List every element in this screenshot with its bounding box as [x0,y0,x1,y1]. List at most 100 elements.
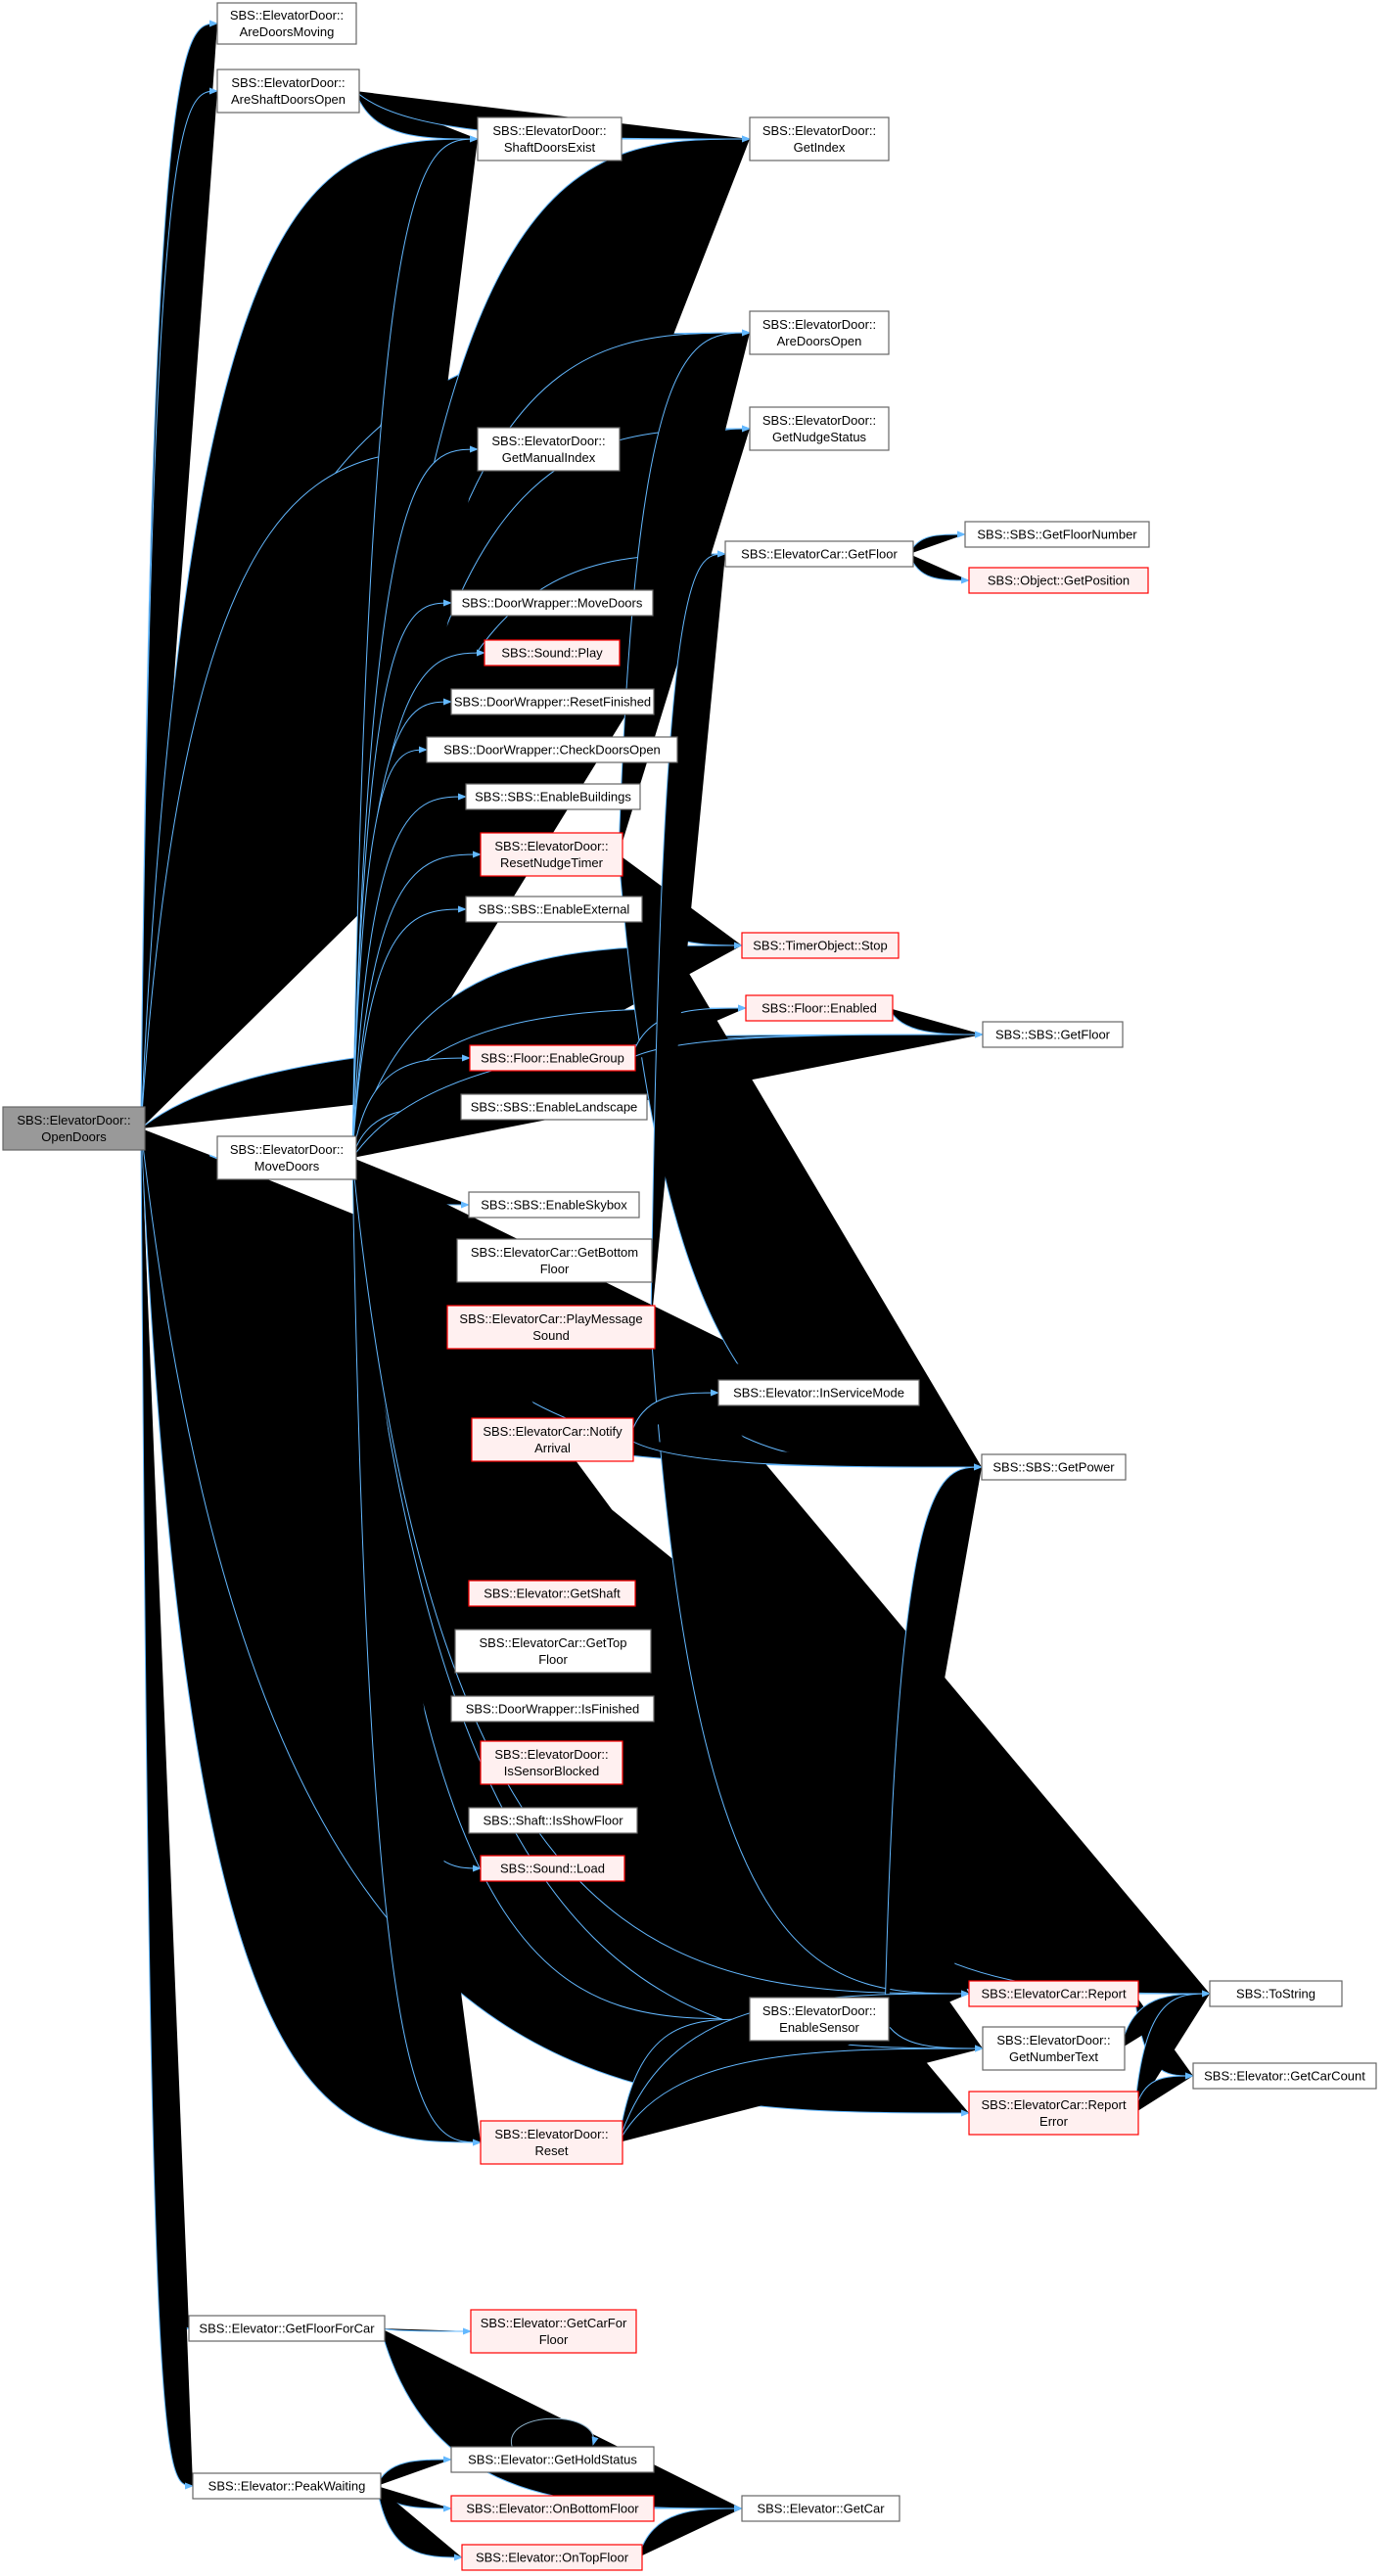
node-label: SBS::ElevatorDoor:: [492,123,606,138]
node-floorgroup[interactable]: SBS::Floor::EnableGroup [469,1044,636,1072]
node-dwmove[interactable]: SBS::DoorWrapper::MoveDoors [450,589,654,617]
edge-resetnudge-to-areopen [618,329,751,855]
node-label: SBS::DoorWrapper::MoveDoors [462,596,643,611]
edge-ensensor-to-getpower [884,1463,983,2020]
node-getnudge[interactable]: SBS::ElevatorDoor::GetNudgeStatus [749,406,890,451]
node-label: SBS::ElevatorDoor:: [230,1142,344,1157]
node-getpower[interactable]: SBS::SBS::GetPower [981,1453,1127,1481]
node-getposition[interactable]: SBS::Object::GetPosition [968,567,1149,594]
node-label: Error [1039,2114,1069,2129]
node-getmanual[interactable]: SBS::ElevatorDoor::GetManualIndex [477,427,621,472]
edge-notify-to-getpower [628,1439,983,1471]
edge-movedoors-to-reset [351,1157,482,2146]
node-inservice[interactable]: SBS::Elevator::InServiceMode [717,1379,920,1406]
node-label: SBS::Elevator::GetCarFor [481,2316,627,2330]
node-box [724,540,914,568]
edge-floorgroup-to-sbsgetfloor [630,1031,984,1059]
node-peakwaiting[interactable]: SBS::Elevator::PeakWaiting [192,2472,382,2500]
node-label: SBS::Sound::Play [501,646,603,661]
edge-peakwaiting-to-holdstatus [376,2456,452,2487]
node-onbottom[interactable]: SBS::Elevator::OnBottomFloor [450,2495,655,2522]
node-box [468,1807,638,1834]
node-label: SBS::Object::GetPosition [988,574,1130,588]
node-box [471,1417,634,1462]
node-dwcheck[interactable]: SBS::DoorWrapper::CheckDoorsOpen [426,736,678,763]
node-label: SBS::ElevatorDoor:: [231,75,345,90]
node-aremoving[interactable]: SBS::ElevatorDoor::AreDoorsMoving [216,2,357,45]
node-getfloornumber[interactable]: SBS::SBS::GetFloorNumber [964,521,1150,548]
node-box [465,896,643,923]
node-resetnudge[interactable]: SBS::ElevatorDoor::ResetNudgeTimer [480,832,623,877]
node-enbuild[interactable]: SBS::SBS::EnableBuildings [465,783,641,810]
node-box [477,427,621,472]
edge-floorenabled-to-sbsgetfloor [888,1007,984,1038]
node-soundplay[interactable]: SBS::Sound::Play [484,639,621,667]
node-carfloor[interactable]: SBS::ElevatorCar::GetFloor [724,540,914,568]
node-label: SBS::SBS::EnableBuildings [475,790,631,805]
node-label: SBS::Floor::EnableGroup [481,1051,624,1066]
node-enext[interactable]: SBS::SBS::EnableExternal [465,896,643,923]
node-timerstop[interactable]: SBS::TimerObject::Stop [741,932,900,959]
node-box [465,783,641,810]
node-dwfinished[interactable]: SBS::DoorWrapper::IsFinished [450,1695,655,1723]
node-getindex[interactable]: SBS::ElevatorDoor::GetIndex [749,116,890,161]
node-label: SBS::Shaft::IsShowFloor [483,1814,623,1828]
node-label: SBS::ElevatorDoor:: [17,1113,130,1127]
node-label: GetIndex [794,140,846,155]
node-getcarcount[interactable]: SBS::Elevator::GetCarCount [1192,2062,1377,2090]
node-box [216,69,360,114]
node-label: SBS::ElevatorDoor:: [491,434,605,448]
edge-ontop-to-getcar [637,2505,743,2558]
node-box [469,1044,636,1072]
edge-carfloor-to-getposition [908,553,970,584]
node-shaftexist[interactable]: SBS::ElevatorDoor::ShaftDoorsExist [477,116,623,161]
node-label: SBS::ElevatorDoor:: [762,2003,876,2018]
node-box [192,2472,382,2500]
node-label: EnableSensor [779,2020,859,2035]
node-label: SBS::ElevatorCar::GetTop [479,1635,626,1650]
node-ensensor[interactable]: SBS::ElevatorDoor::EnableSensor [749,1997,890,2042]
edge-playmsg-to-report [650,1326,970,1998]
node-label: SBS::ElevatorDoor:: [762,123,876,138]
node-soundload[interactable]: SBS::Sound::Load [480,1855,625,1882]
node-box [461,2544,643,2571]
node-sensorblocked[interactable]: SBS::ElevatorDoor::IsSensorBlocked [480,1740,623,1785]
node-label: Floor [539,2332,569,2347]
node-open[interactable]: SBS::ElevatorDoor::OpenDoors [2,1106,146,1151]
node-label: SBS::SBS::EnableLandscape [471,1100,638,1115]
node-label: GetManualIndex [502,450,596,465]
node-showfloor[interactable]: SBS::Shaft::IsShowFloor [468,1807,638,1834]
node-label: GetNudgeStatus [772,430,867,444]
node-movedoors[interactable]: SBS::ElevatorDoor::MoveDoors [216,1135,357,1180]
node-floorenabled[interactable]: SBS::Floor::Enabled [745,994,894,1022]
node-label: SBS::Elevator::GetShaft [484,1587,621,1601]
node-holdstatus[interactable]: SBS::Elevator::GetHoldStatus [450,2446,655,2473]
node-ontop[interactable]: SBS::Elevator::OnTopFloor [461,2544,643,2571]
node-label: SBS::SBS::EnableSkybox [481,1198,627,1213]
edge-reset-to-numbertext [618,2045,984,2143]
node-numbertext[interactable]: SBS::ElevatorDoor::GetNumberText [982,2026,1126,2071]
node-box [968,1980,1139,2007]
node-areopen[interactable]: SBS::ElevatorDoor::AreDoorsOpen [749,310,890,355]
node-dwreset[interactable]: SBS::DoorWrapper::ResetFinished [450,688,655,715]
node-report[interactable]: SBS::ElevatorCar::Report [968,1980,1139,2007]
node-sbsgetfloor[interactable]: SBS::SBS::GetFloor [982,1021,1124,1048]
node-getfloorforcar[interactable]: SBS::Elevator::GetFloorForCar [188,2315,386,2342]
node-ensky[interactable]: SBS::SBS::EnableSkybox [468,1191,640,1219]
node-areshaft[interactable]: SBS::ElevatorDoor::AreShaftDoorsOpen [216,69,360,114]
node-label: SBS::ElevatorCar::Report [981,2097,1127,2112]
node-box [446,1305,656,1350]
node-reset[interactable]: SBS::ElevatorDoor::Reset [480,2120,623,2165]
node-enland[interactable]: SBS::SBS::EnableLandscape [460,1093,648,1121]
edge-getfloorforcar-to-getcarforfloor [380,2327,472,2335]
node-getshaft[interactable]: SBS::Elevator::GetShaft [468,1580,636,1607]
node-getcar[interactable]: SBS::Elevator::GetCar [741,2495,900,2522]
node-tostring[interactable]: SBS::ToString [1209,1980,1343,2007]
